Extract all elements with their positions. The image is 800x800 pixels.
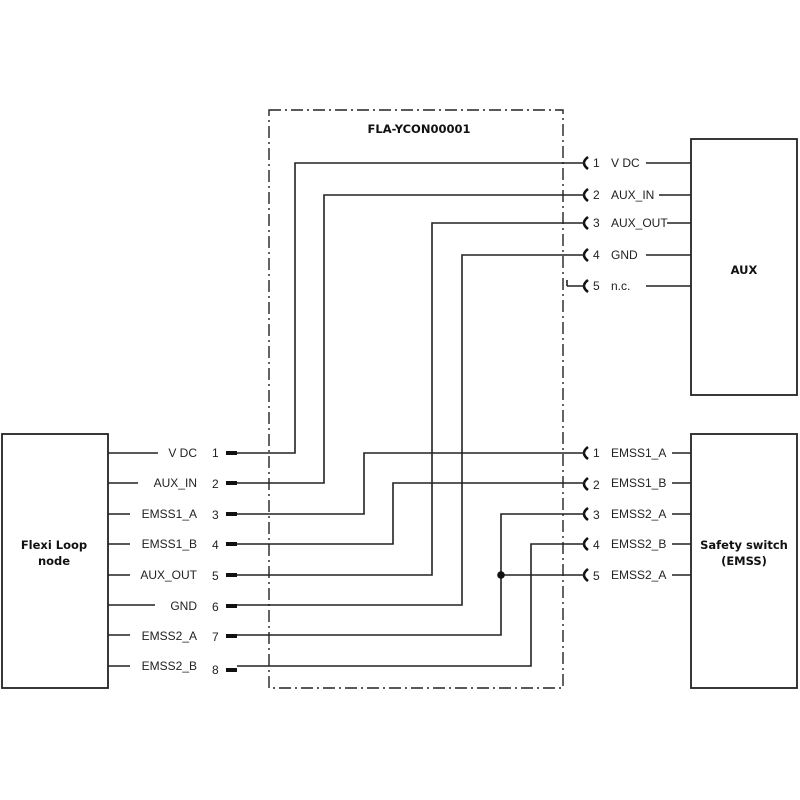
wire-emss1-a xyxy=(237,452,585,515)
wire-emss2-b xyxy=(237,543,585,667)
left-pin-num-2: 2 xyxy=(212,477,219,491)
left-pin-label-7: EMSS2_A xyxy=(142,629,197,643)
aux-pin-num-4: 4 xyxy=(593,248,600,262)
male-pin-icon xyxy=(226,542,237,546)
aux-pins: 1 V DC 2 AUX_IN 3 AUX_OUT 4 GND 5 n.c. xyxy=(582,155,691,294)
aux-pin-num-5: 5 xyxy=(593,279,600,293)
safety-switch-box xyxy=(690,433,798,689)
aux-pin-num-3: 3 xyxy=(593,216,600,230)
emss-pins: 1 EMSS1_A 2 EMSS1_B 3 EMSS2_A 4 EMSS2_B … xyxy=(582,445,691,583)
aux-pin-5: 5 n.c. xyxy=(582,278,691,294)
emss-pin-label-3: EMSS2_A xyxy=(611,507,666,521)
male-pin-icon xyxy=(226,604,237,608)
adapter-title: FLA-YCON00001 xyxy=(368,122,471,136)
aux-pin-num-2: 2 xyxy=(593,188,600,202)
aux-pin-label-1: V DC xyxy=(611,156,640,170)
left-pin-label-3: EMSS1_A xyxy=(142,507,197,521)
aux-pin-label-5: n.c. xyxy=(611,279,630,293)
left-pin-label-4: EMSS1_B xyxy=(142,537,197,551)
left-pin-1: V DC 1 xyxy=(108,446,237,460)
emss-pin-1: 1 EMSS1_A xyxy=(582,445,691,461)
wire-aux-out xyxy=(237,222,585,576)
left-pin-num-3: 3 xyxy=(212,508,219,522)
male-pin-icon xyxy=(226,668,237,672)
safety-switch-name-1: Safety switch xyxy=(700,538,788,552)
left-pins: V DC 1 AUX_IN 2 EMSS1_A 3 EMSS1_B 4 AUX_… xyxy=(108,446,237,677)
male-pin-icon xyxy=(226,634,237,638)
aux-device-box xyxy=(690,138,798,396)
left-pin-5: AUX_OUT 5 xyxy=(108,568,237,583)
adapter-frame xyxy=(268,109,564,689)
emss-pin-5: 5 EMSS2_A xyxy=(582,567,691,583)
flexi-loop-node-box xyxy=(1,433,109,689)
wire-vdc xyxy=(237,162,585,454)
left-pin-num-6: 6 xyxy=(212,600,219,614)
emss-pin-num-4: 4 xyxy=(593,538,600,552)
left-pin-6: GND 6 xyxy=(108,599,237,614)
emss-pin-label-2: EMSS1_B xyxy=(611,476,666,490)
aux-pin-4: 4 GND xyxy=(582,247,691,263)
male-pin-icon xyxy=(226,573,237,577)
emss-pin-num-5: 5 xyxy=(593,569,600,583)
aux-device-name: AUX xyxy=(731,263,758,277)
emss-pin-4: 4 EMSS2_B xyxy=(582,536,691,552)
aux-pin-label-3: AUX_OUT xyxy=(611,216,668,230)
left-pin-label-1: V DC xyxy=(168,446,197,460)
left-pin-num-8: 8 xyxy=(212,663,219,677)
flexi-loop-node-name-1: Flexi Loop xyxy=(21,538,87,552)
wire-emss1-b xyxy=(237,482,585,545)
left-pin-num-4: 4 xyxy=(212,538,219,552)
emss-pin-label-5: EMSS2_A xyxy=(611,568,666,582)
left-pin-num-5: 5 xyxy=(212,569,219,583)
emss-pin-num-1: 1 xyxy=(593,446,600,460)
left-pin-4: EMSS1_B 4 xyxy=(108,537,237,552)
left-pin-7: EMSS2_A 7 xyxy=(108,629,237,644)
emss-pin-label-4: EMSS2_B xyxy=(611,537,666,551)
internal-wires xyxy=(237,162,585,667)
wire-gnd xyxy=(237,254,585,606)
male-pin-icon xyxy=(226,451,237,455)
emss-pin-num-3: 3 xyxy=(593,508,600,522)
aux-pin-3: 3 AUX_OUT xyxy=(582,215,691,231)
left-pin-8: EMSS2_B 8 xyxy=(108,659,237,677)
left-pin-3: EMSS1_A 3 xyxy=(108,507,237,522)
aux-pin-label-2: AUX_IN xyxy=(611,188,654,202)
aux-pin-1: 1 V DC xyxy=(582,155,691,171)
left-pin-num-7: 7 xyxy=(212,630,219,644)
aux-pin-2: 2 AUX_IN xyxy=(582,187,691,203)
left-pin-2: AUX_IN 2 xyxy=(108,476,237,491)
flexi-loop-node-name-2: node xyxy=(38,554,70,568)
left-pin-label-8: EMSS2_B xyxy=(142,659,197,673)
left-pin-label-5: AUX_OUT xyxy=(140,568,197,582)
aux-pin-num-1: 1 xyxy=(593,156,600,170)
emss-pin-num-2: 2 xyxy=(593,478,600,492)
wire-aux-in xyxy=(237,194,585,484)
safety-switch-name-2: (EMSS) xyxy=(721,554,767,568)
male-pin-icon xyxy=(226,512,237,516)
left-pin-label-2: AUX_IN xyxy=(154,476,197,490)
junction-dot-icon xyxy=(497,571,505,579)
female-socket-icon xyxy=(582,476,589,492)
emss-pin-2: 2 EMSS1_B xyxy=(582,476,691,492)
left-pin-label-6: GND xyxy=(170,599,197,613)
aux-pin-label-4: GND xyxy=(611,248,638,262)
emss-pin-label-1: EMSS1_A xyxy=(611,446,666,460)
left-pin-num-1: 1 xyxy=(212,446,219,460)
emss-pin-3: 3 EMSS2_A xyxy=(582,506,691,522)
male-pin-icon xyxy=(226,481,237,485)
